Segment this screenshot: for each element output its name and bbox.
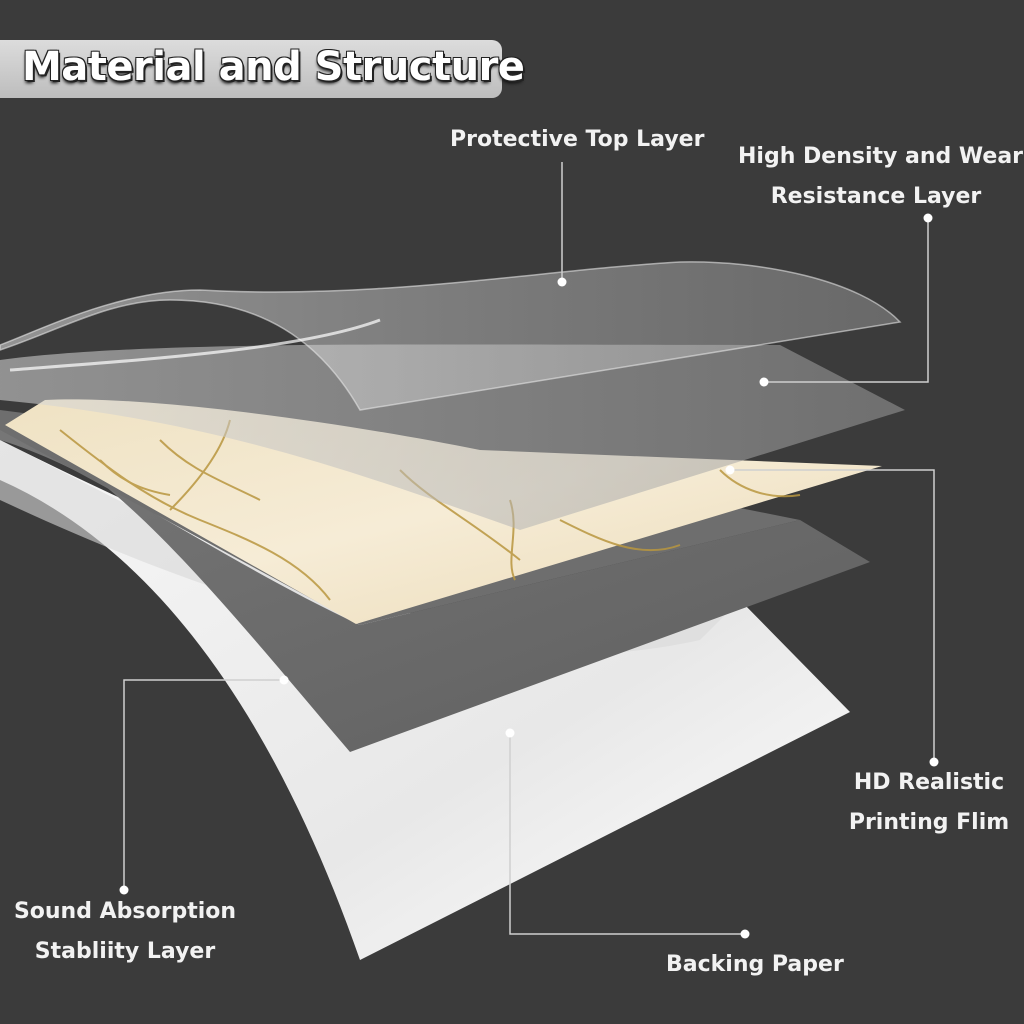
leader-wear-layer	[764, 218, 929, 383]
label-wear-resistance-layer: High Density and Wear Resistance Layer	[738, 144, 1024, 209]
wear-resistance-layer-sheet	[0, 344, 905, 530]
label-printing-film: HD Realistic Printing Flim	[848, 770, 1010, 835]
leader-dots	[119, 213, 939, 939]
printing-film-sheet	[5, 399, 882, 624]
leader-lines	[123, 162, 935, 935]
protective-top-layer-sheet	[0, 261, 902, 411]
protective-top-layer-highlight	[9, 318, 381, 372]
label-backing-paper: Backing Paper	[666, 952, 844, 977]
label-sound-absorption-layer: Sound Absorption Stabliity Layer	[13, 899, 237, 964]
page-title: Material and Structure	[22, 44, 525, 90]
title-banner	[0, 40, 502, 98]
sound-absorption-layer-sheet	[0, 420, 870, 752]
leader-sound-layer	[123, 679, 284, 890]
leader-printing-film	[730, 469, 935, 762]
marble-veins	[59, 419, 801, 601]
label-protective-top-layer: Protective Top Layer	[450, 127, 705, 152]
leader-backing-paper	[509, 733, 745, 935]
